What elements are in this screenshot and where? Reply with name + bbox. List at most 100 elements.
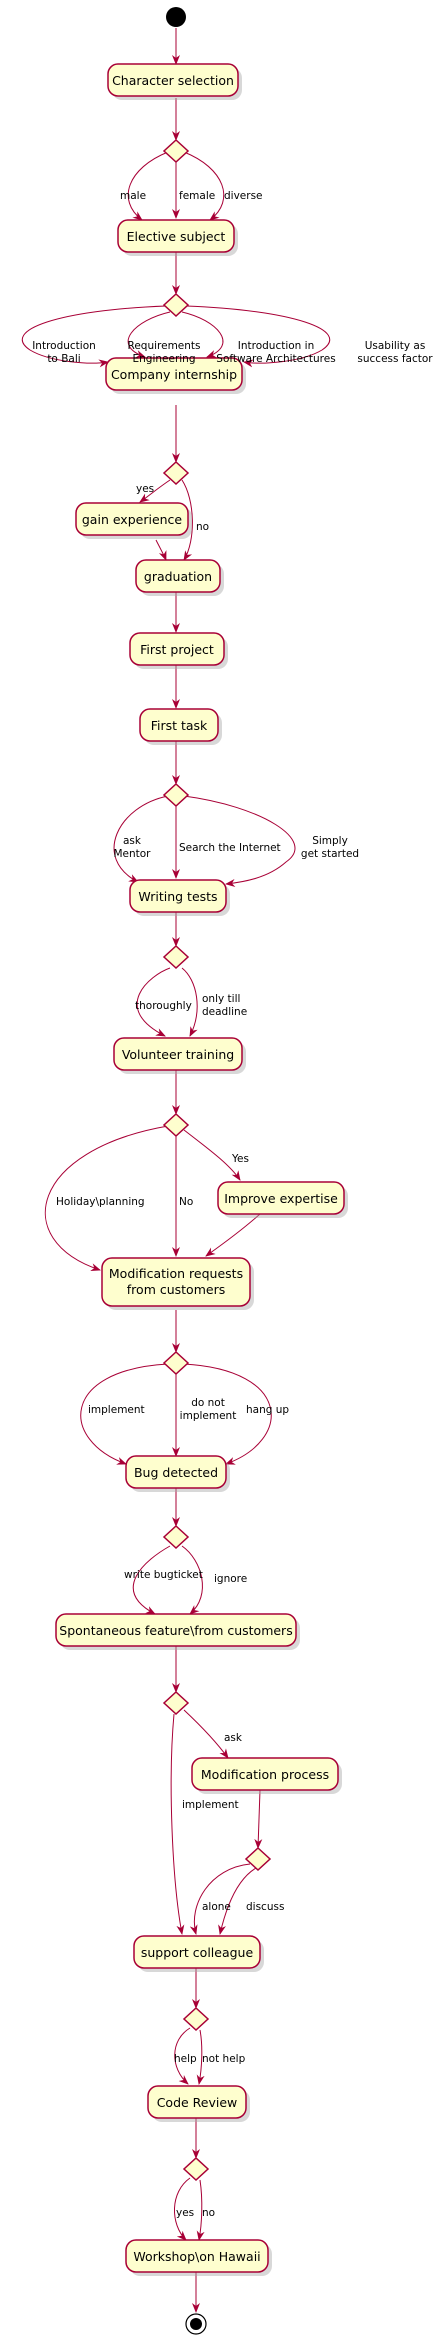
edge-label-alone: alone: [202, 1901, 231, 1913]
edge-label-discuss: discuss: [246, 1901, 284, 1913]
node-label: Volunteer training: [122, 1047, 234, 1062]
edge-req: [127, 311, 171, 358]
edge-label-holiday: Holiday\planning: [56, 1196, 145, 1208]
node-label: graduation: [144, 569, 212, 584]
edge-label-yes: yes: [176, 2207, 194, 2219]
edge: [155, 539, 167, 561]
edge-label-req-eng: Engineering: [133, 353, 196, 365]
action-spontaneous-feature: Spontaneous feature\from customers: [55, 1613, 300, 1650]
edge: [205, 1213, 261, 1257]
node-label: Code Review: [157, 2095, 238, 2110]
edge-label-intro-bali: Introduction: [32, 340, 96, 352]
edge-help: [174, 2027, 191, 2085]
edge-holiday: [44, 1125, 169, 1271]
action-character-selection: Character selection: [107, 63, 242, 100]
edge-ask: [183, 1709, 229, 1759]
action-first-project: First project: [129, 632, 228, 669]
edge-label-intro-sw: Introduction in: [238, 340, 315, 352]
decision-diamond: [162, 292, 190, 318]
node-label: gain experience: [82, 512, 183, 527]
action-bug-detected: Bug detected: [125, 1455, 230, 1492]
node-label: Writing tests: [138, 889, 217, 904]
action-volunteer-training: Volunteer training: [113, 1037, 246, 1074]
edge-label-only-till: only till: [202, 993, 240, 1005]
edge-implement2: [170, 1713, 185, 1935]
action-support-colleague: support colleague: [133, 1935, 264, 1972]
decision-diamond: [162, 782, 190, 808]
action-code-review: Code Review: [147, 2085, 250, 2122]
node-label: Modification requests: [109, 1266, 243, 1281]
node-label: Modification process: [201, 1767, 329, 1782]
edge-label-yes-cap: Yes: [231, 1153, 249, 1165]
edges: [21, 28, 331, 2313]
edge-ask-mentor: [113, 795, 169, 883]
edge-label-simply: get started: [301, 848, 359, 860]
node-label: Improve expertise: [224, 1191, 338, 1206]
edge-label-thoroughly: thoroughly: [135, 1000, 192, 1012]
edge-label-female: female: [179, 190, 215, 202]
edge-label-usability: success factor: [357, 353, 433, 365]
edge-usability: [185, 305, 331, 368]
edge-yes: [139, 479, 171, 503]
edge-label-implement: implement: [88, 1404, 145, 1416]
edge-simply: [183, 795, 296, 887]
end-node: [185, 2313, 207, 2335]
node-label: First task: [151, 718, 208, 733]
edge-thoroughly: [136, 967, 171, 1037]
action-gain-experience: gain experience: [75, 502, 192, 539]
action-modification-process: Modification process: [191, 1757, 342, 1794]
edge-intro-sw: [181, 311, 224, 358]
edge-label-intro-sw: Software Architectures: [216, 353, 335, 365]
decision-diamond: [162, 1690, 190, 1716]
edge-label-only-till: deadline: [202, 1006, 247, 1018]
decision-diamond: [162, 460, 190, 486]
edge-no2: [196, 2179, 205, 2241]
edge-label-no-cap: No: [179, 1196, 193, 1208]
edge-discuss: [218, 1867, 257, 1935]
action-workshop: Workshop\on Hawaii: [125, 2239, 272, 2276]
start-node: [166, 7, 186, 27]
action-modification-requests: Modification requests from customers: [101, 1257, 254, 1310]
edge-label-do-not: do not: [191, 1397, 225, 1409]
node-label: Character selection: [112, 73, 234, 88]
edge-label-search: Search the Internet: [179, 842, 281, 854]
edge-label-ask-mentor: Mentor: [113, 848, 151, 860]
edge-label-usability: Usability as: [365, 340, 426, 352]
action-first-task: First task: [139, 708, 222, 745]
action-company-internship: Company internship: [105, 357, 246, 394]
edge-label-do-not: implement: [180, 1410, 237, 1422]
edge-label-not-help: not help: [202, 2053, 246, 2065]
decision-diamond: [162, 1112, 190, 1138]
edge-no: [181, 479, 193, 561]
edge-yes2: [173, 2177, 191, 2241]
edge-label-diverse: diverse: [224, 190, 263, 202]
edge-implement1: [80, 1363, 169, 1465]
decision-diamond: [182, 2006, 210, 2032]
edge-label-no: no: [202, 2207, 215, 2219]
edge-yes-cap: [183, 1129, 241, 1181]
edge-label-male: male: [120, 190, 146, 202]
edge-write-bug: [132, 1545, 171, 1615]
edge-label-no: no: [196, 521, 209, 533]
action-writing-tests: Writing tests: [129, 879, 230, 916]
decision-diamond: [162, 944, 190, 970]
action-elective-subject: Elective subject: [117, 219, 238, 256]
edge-label-ignore: ignore: [214, 1573, 247, 1585]
edge-label-write-bug: write bugticket: [124, 1569, 203, 1581]
edge-label-simply: Simply: [312, 835, 348, 847]
action-graduation: graduation: [135, 559, 224, 596]
node-label: First project: [140, 642, 214, 657]
node-label: Spontaneous feature\from customers: [59, 1623, 292, 1638]
decision-diamond: [182, 2156, 210, 2182]
decision-diamond: [162, 138, 190, 164]
edge-label-intro-bali: to Bali: [47, 353, 80, 365]
edge-only-till: [181, 967, 198, 1037]
action-improve-expertise: Improve expertise: [217, 1181, 348, 1218]
node-label: Bug detected: [134, 1465, 218, 1480]
edge-label-hang-up: hang up: [246, 1404, 289, 1416]
node-label: support colleague: [141, 1945, 254, 1960]
edge-ignore: [181, 1545, 203, 1615]
edge-label-yes: yes: [136, 483, 154, 495]
node-label: from customers: [127, 1282, 225, 1297]
